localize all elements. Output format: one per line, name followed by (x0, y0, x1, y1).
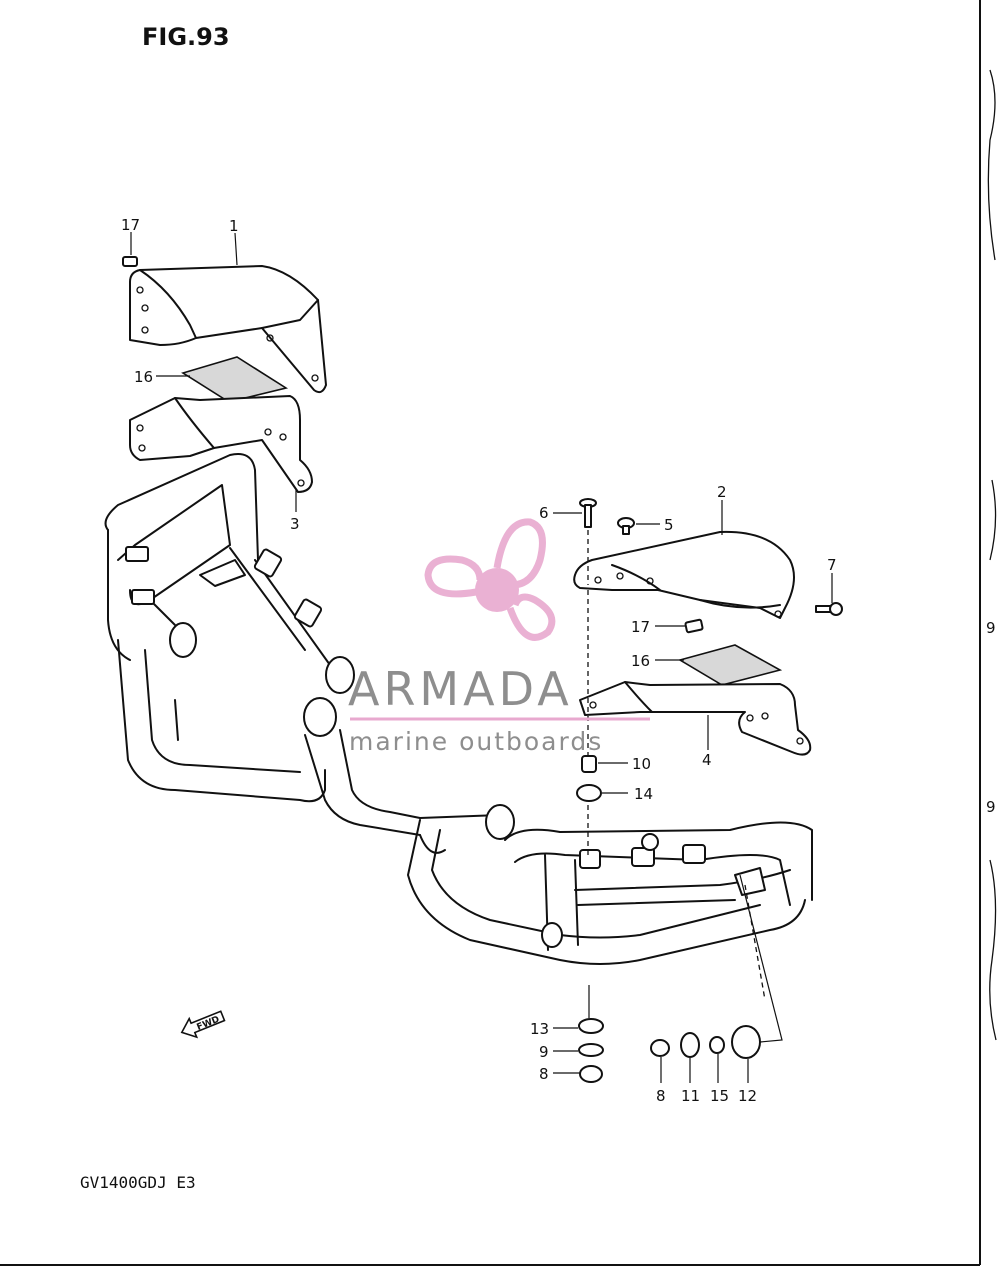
callout-7: 7 (827, 556, 837, 574)
adjacent-page-edge (987, 69, 997, 1041)
callout-1: 1 (229, 217, 239, 235)
part-6-screw (579, 498, 597, 528)
part-10-collar (581, 755, 597, 773)
callout-11: 11 (681, 1087, 700, 1105)
callout-6: 6 (539, 504, 549, 522)
fwd-arrow-icon: FWD (180, 1010, 226, 1039)
callout-3: 3 (290, 515, 300, 533)
part-12-cushion (731, 1025, 761, 1059)
part-5-screw (617, 517, 635, 535)
part-17-clip-right (684, 618, 704, 634)
leader-lines (130, 232, 833, 1083)
callout-2: 2 (717, 483, 727, 501)
engine-guard-frame (104, 453, 813, 965)
svg-text:FWD: FWD (196, 1015, 222, 1033)
watermark-tagline: marine outboards (349, 727, 603, 756)
callout-5: 5 (664, 516, 674, 534)
figure-title: FIG.93 (142, 23, 230, 51)
part-9-washer (578, 1043, 604, 1057)
part-16-pad-left (181, 356, 289, 403)
part-3-bracket-left (129, 395, 313, 493)
callout-17-right: 17 (631, 618, 650, 636)
watermark-brand: ARMADA (348, 662, 573, 716)
edge-fragment-9-lower: 9 (986, 798, 996, 816)
part-8-nut-right (650, 1039, 670, 1057)
callout-12: 12 (738, 1087, 757, 1105)
callout-13: 13 (530, 1020, 549, 1038)
part-17-clip-left (122, 256, 138, 267)
part-13-damper (578, 1018, 604, 1034)
callout-8-center: 8 (539, 1065, 549, 1083)
callout-17-left: 17 (121, 216, 140, 234)
callout-9: 9 (539, 1043, 549, 1061)
callout-16-left: 16 (134, 368, 153, 386)
part-2-cover-right (573, 530, 795, 619)
part-15-collar (709, 1036, 725, 1054)
part-11-washer (680, 1032, 700, 1058)
callout-16-right: 16 (631, 652, 650, 670)
callout-8-right: 8 (656, 1087, 666, 1105)
callout-10: 10 (632, 755, 651, 773)
assembly-line-right-diag (744, 884, 766, 1001)
callout-15: 15 (710, 1087, 729, 1105)
part-4-bracket-right (579, 681, 812, 756)
assembly-line-right (739, 874, 783, 1043)
part-1-cover-left (129, 265, 327, 394)
edge-fragment-9-upper: 9 (986, 619, 996, 637)
model-code: GV1400GDJ E3 (80, 1173, 196, 1192)
part-7-bolt (815, 602, 843, 616)
part-8-nut-center (579, 1065, 603, 1083)
part-16-pad-right (677, 644, 783, 686)
callout-4: 4 (702, 751, 712, 769)
callout-14: 14 (634, 785, 653, 803)
part-14-grommet (576, 784, 602, 802)
watermark-logo-icon (424, 518, 556, 641)
